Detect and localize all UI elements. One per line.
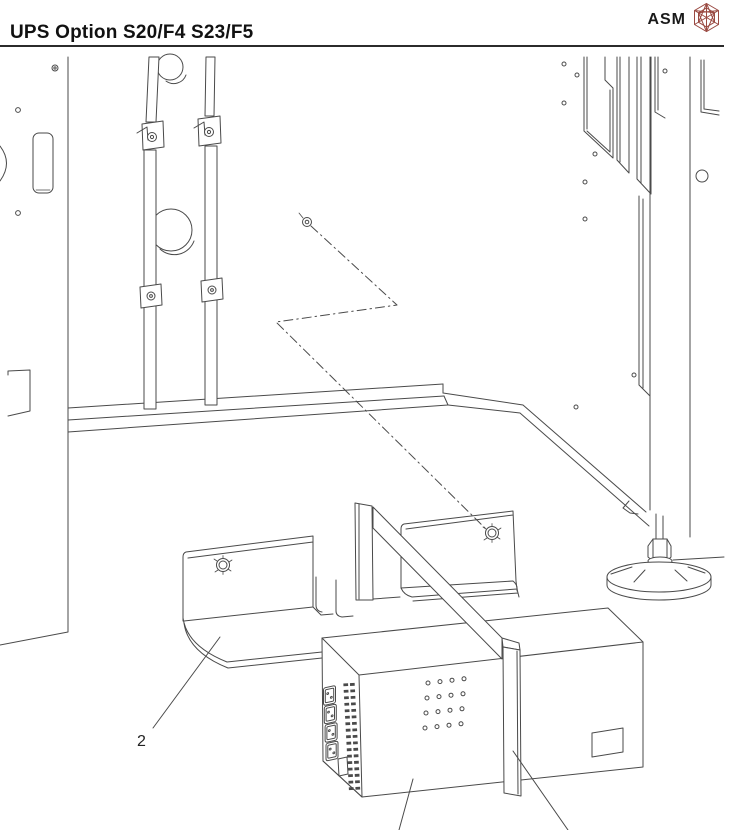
blank-plate: [337, 756, 349, 777]
screw-insertion-path: [275, 212, 488, 531]
cabinet-right-side: [561, 56, 725, 561]
strap-vertical: [502, 646, 522, 797]
dash-dot-leader: [275, 225, 488, 531]
screw-head: [302, 217, 312, 227]
mounting-rails: [136, 56, 224, 410]
leader-bracket: [152, 636, 221, 729]
panel-screw-dots: [561, 61, 668, 410]
thumbscrew-right: [482, 523, 502, 543]
ups-unit: [321, 607, 644, 798]
bolt-nut: [647, 538, 672, 562]
leader-ups: [398, 778, 414, 830]
floor-right: [672, 556, 725, 561]
callouts: 2: [137, 636, 569, 830]
thumbscrew-left: [213, 555, 233, 575]
strap-plate: [354, 502, 374, 601]
wall-notch: [7, 369, 31, 417]
power-outlets: [323, 685, 339, 762]
wall-slot: [32, 132, 54, 194]
hanging-panel: [636, 56, 652, 195]
disc-radials: [610, 566, 706, 583]
foot-disc: [606, 561, 712, 593]
callout-2-label: 2: [137, 733, 146, 750]
wall-arc: [0, 145, 7, 182]
mounting-bracket: [182, 510, 520, 669]
leader-strap: [512, 750, 569, 830]
title-rule: [0, 45, 724, 47]
screw-dot: [15, 107, 21, 113]
hanging-channel: [638, 195, 651, 397]
foot-notch: [622, 500, 639, 515]
hanging-panel: [654, 56, 666, 119]
hole-grid: [422, 676, 467, 731]
post-hole: [695, 169, 709, 183]
cabinet-sill: [67, 383, 650, 527]
name-plate: [591, 727, 624, 758]
hold-down-strap: [354, 502, 522, 797]
leveling-foot: [606, 513, 712, 601]
hanging-panel: [616, 56, 630, 174]
bolt-shaft: [655, 513, 664, 541]
page-title: UPS Option S20/F4 S23/F5: [10, 22, 254, 43]
edge-bracket: [700, 59, 720, 116]
cabinet-left-wall: [0, 56, 69, 646]
brand-block: ASM: [647, 2, 722, 38]
strap-diagonal: [372, 506, 503, 660]
vent-grid: [343, 682, 361, 791]
asm-hexagon-logo-icon: [691, 2, 722, 38]
hanging-panel: [583, 56, 614, 159]
screw-dot: [15, 210, 21, 216]
screw-dot: [51, 64, 59, 72]
brand-text: ASM: [647, 11, 686, 28]
